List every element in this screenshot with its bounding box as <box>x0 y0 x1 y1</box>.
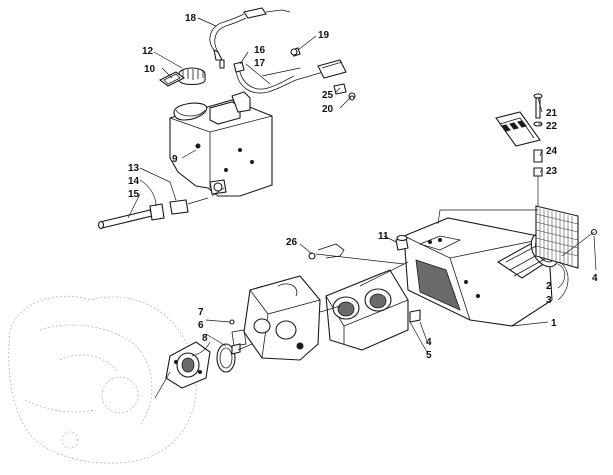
callout-4-adapter: 4 <box>426 337 432 348</box>
callout-9: 9 <box>172 154 178 165</box>
callout-19: 19 <box>318 30 330 41</box>
callout-leaders <box>127 17 597 357</box>
screw-19 <box>290 48 298 56</box>
air-silencer-box <box>403 217 553 327</box>
intake-adapter <box>325 269 421 351</box>
carb-clamp <box>216 343 241 373</box>
callout-11: 11 <box>378 231 389 242</box>
callout-10: 10 <box>144 64 156 75</box>
callout-1: 1 <box>551 318 557 329</box>
clip <box>308 243 345 260</box>
callout-24: 24 <box>546 146 558 157</box>
callout-22: 22 <box>546 121 558 132</box>
cap-gasket <box>158 71 186 87</box>
callout-labels: 1 2 3 4 4 5 6 7 8 9 10 11 12 13 14 15 16… <box>128 13 598 361</box>
carburetor <box>231 275 321 361</box>
oil-tank <box>169 91 273 197</box>
callout-14: 14 <box>128 176 140 187</box>
engine-ghost-outline <box>8 295 197 464</box>
screw-7 <box>229 319 235 325</box>
callout-20: 20 <box>322 104 334 115</box>
assembly-lines <box>154 187 595 399</box>
callout-17: 17 <box>254 58 266 69</box>
callout-18: 18 <box>185 13 197 24</box>
grommet <box>395 234 409 251</box>
callout-6: 6 <box>198 320 204 331</box>
mounting-bracket <box>495 93 543 210</box>
oil-line-assembly <box>233 47 356 100</box>
callout-23: 23 <box>546 166 558 177</box>
vent-hose <box>209 7 291 69</box>
callout-5: 5 <box>426 350 432 361</box>
callout-15: 15 <box>128 189 140 200</box>
callout-2: 2 <box>546 281 552 292</box>
nut-20 <box>349 95 355 101</box>
callout-25: 25 <box>322 90 334 101</box>
callout-7: 7 <box>198 307 204 318</box>
callout-13: 13 <box>128 163 140 174</box>
carb-flange <box>165 341 211 389</box>
callout-26: 26 <box>286 237 298 248</box>
callout-12: 12 <box>142 46 154 57</box>
intake-screen <box>535 205 579 269</box>
fill-cap <box>178 67 206 86</box>
callout-8: 8 <box>202 333 208 344</box>
drain-hose-assembly <box>97 197 209 230</box>
callout-16: 16 <box>254 45 266 56</box>
callout-21: 21 <box>546 108 558 119</box>
callout-3: 3 <box>546 295 552 306</box>
callout-4-right: 4 <box>592 273 598 284</box>
